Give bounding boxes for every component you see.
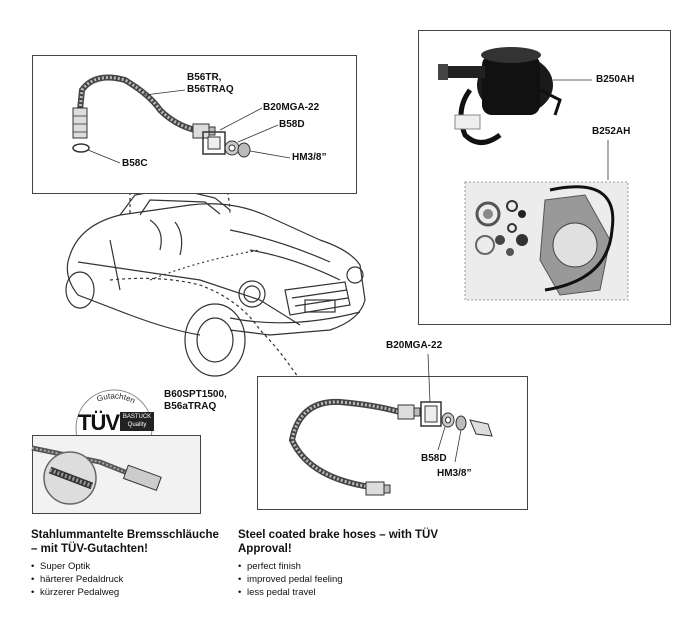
- english-heading-line1: Steel coated brake hoses – with TÜV: [238, 529, 439, 541]
- list-item: less pedal travel: [238, 586, 343, 599]
- german-bullet-list: Super Optik härterer Pedaldruck kürzerer…: [31, 560, 123, 599]
- label-hm38-top: HM3/8”: [292, 152, 327, 163]
- english-bullet-list: perfect finish improved pedal feeling le…: [238, 560, 343, 599]
- label-b56traq: B56TRAQ: [187, 84, 234, 95]
- label-b58d-top: B58D: [279, 119, 305, 130]
- label-hm38-mid: HM3/8”: [437, 468, 472, 479]
- german-heading-line2: – mit TÜV-Gutachten!: [31, 543, 148, 555]
- list-item: kürzerer Pedalweg: [31, 586, 123, 599]
- list-item: Super Optik: [31, 560, 123, 573]
- tuv-badge-line1: BASTUCK: [122, 414, 152, 420]
- list-item: härterer Pedaldruck: [31, 573, 123, 586]
- label-b20mga-22-mid: B20MGA-22: [386, 340, 443, 351]
- tuv-badge-line2: Quality: [127, 422, 147, 428]
- label-b250ah: B250AH: [596, 74, 635, 85]
- label-b252ah: B252AH: [592, 126, 631, 137]
- english-heading-line2: Approval!: [238, 543, 292, 555]
- german-heading-line1: Stahlummantelte Bremsschläuche: [31, 529, 219, 541]
- label-b20mga-22-top: B20MGA-22: [263, 102, 320, 113]
- list-item: perfect finish: [238, 560, 343, 573]
- label-b58d-mid: B58D: [421, 453, 447, 464]
- tuv-badge: BASTUCK Quality: [120, 412, 154, 431]
- label-b60spt1500: B60SPT1500,: [164, 389, 227, 400]
- label-b58c: B58C: [122, 158, 148, 169]
- tuv-seal-main: TÜV: [78, 410, 120, 435]
- front-hose-box: [257, 376, 528, 510]
- list-item: improved pedal feeling: [238, 573, 343, 586]
- label-b56tr: B56TR,: [187, 72, 222, 83]
- label-b56atraq: B56aTRAQ: [164, 401, 217, 412]
